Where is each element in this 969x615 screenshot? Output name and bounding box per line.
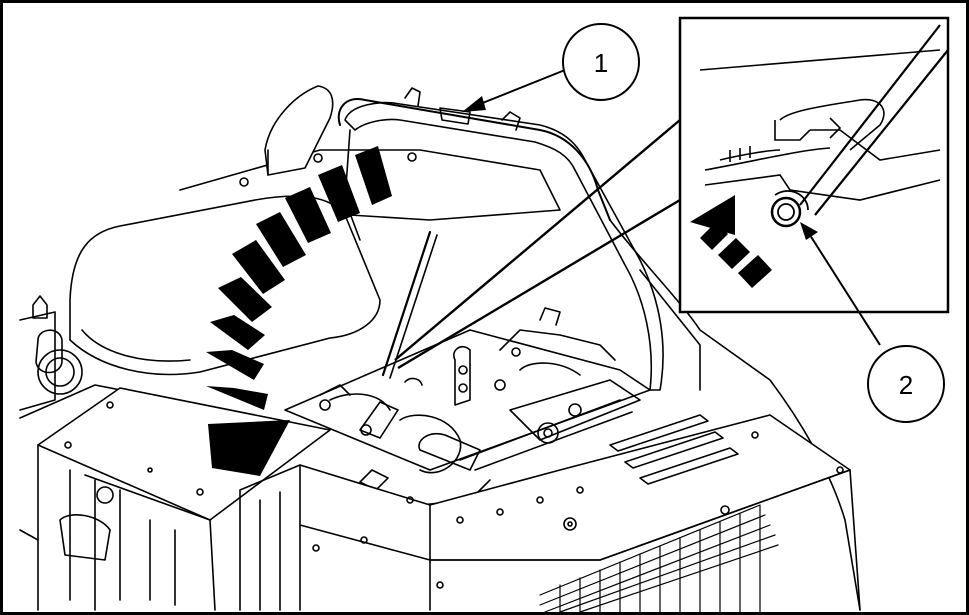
callout-2: 2 bbox=[800, 222, 945, 423]
machine-body bbox=[19, 85, 861, 613]
callout-1-label: 1 bbox=[594, 48, 608, 78]
detail-inset bbox=[394, 16, 950, 370]
callout-2-circle bbox=[867, 345, 945, 423]
callout-1-circle bbox=[562, 23, 640, 101]
callout-2-label: 2 bbox=[899, 370, 913, 400]
callout-1-leader bbox=[469, 69, 566, 109]
rotation-direction-arrow bbox=[690, 195, 772, 288]
callout-2-arrowhead bbox=[800, 222, 818, 240]
callout-2-leader bbox=[807, 231, 881, 346]
close-direction-arrow bbox=[206, 146, 392, 476]
callout-1: 1 bbox=[462, 23, 640, 112]
callout-1-arrowhead bbox=[462, 96, 486, 112]
inset-leader-lines bbox=[394, 119, 681, 370]
